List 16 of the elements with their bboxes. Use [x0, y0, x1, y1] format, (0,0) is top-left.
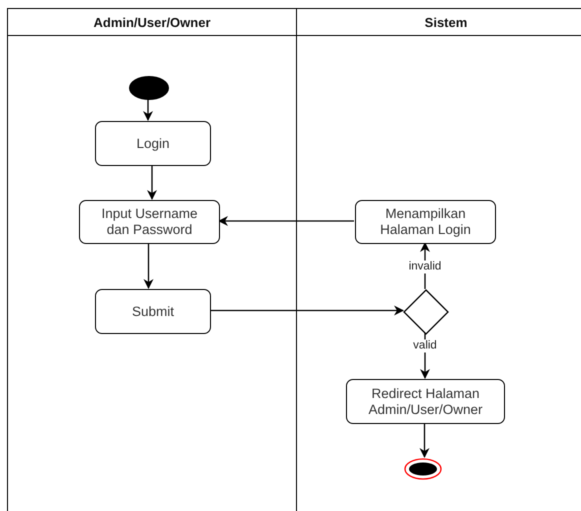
lane-title: Admin/User/Owner — [93, 14, 211, 30]
action-box: Menampilkan Halaman Login — [355, 200, 496, 244]
action-box: Input Username dan Password — [79, 200, 220, 244]
lane-title: Sistem — [424, 14, 468, 30]
action-box: Login — [95, 121, 211, 166]
edge-label: invalid — [408, 260, 442, 274]
action-box: Submit — [95, 289, 211, 334]
arrow — [210, 306, 404, 316]
arrow — [144, 243, 154, 289]
swimlane — [7, 8, 297, 511]
arrow — [147, 165, 157, 200]
edge-label: valid — [412, 340, 438, 352]
arrow — [143, 99, 153, 121]
arrow — [420, 423, 430, 458]
arrow — [218, 216, 354, 226]
action-box: Redirect Halaman Admin/User/Owner — [346, 379, 505, 424]
